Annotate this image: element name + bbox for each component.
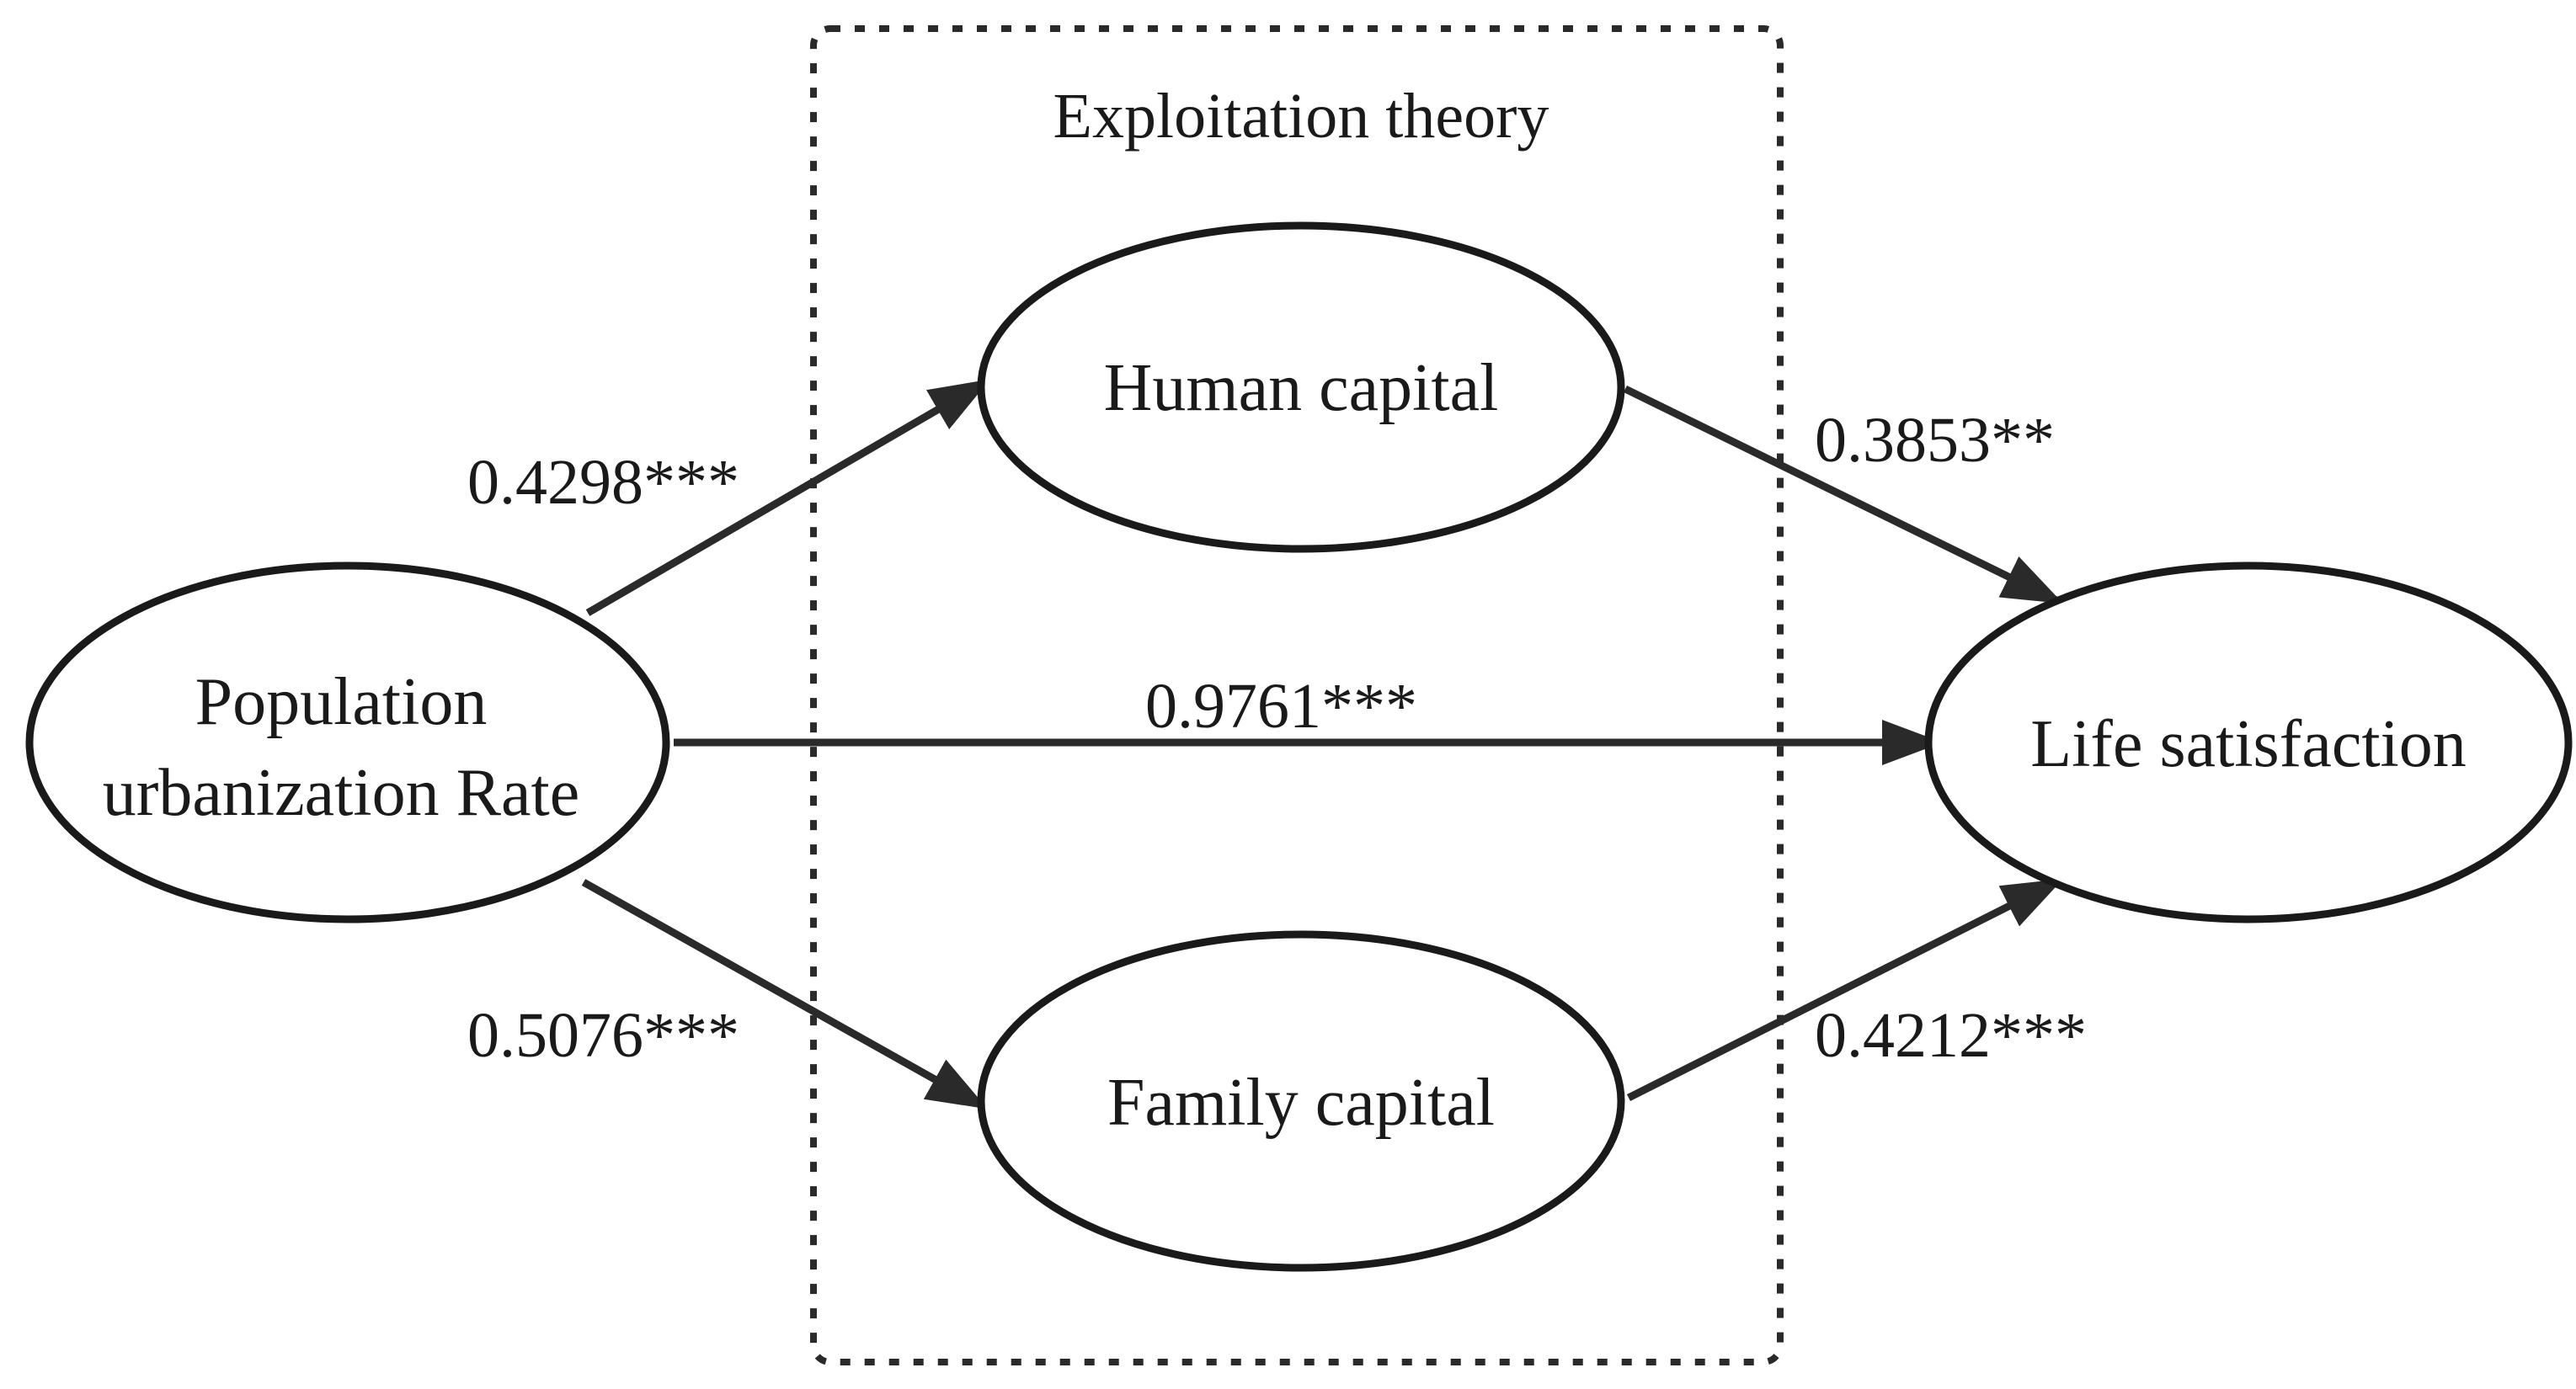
edge-population-to-family-capital <box>581 879 988 1110</box>
group-title: Exploitation theory <box>1053 81 1549 152</box>
node-population-label-line2: urbanization Rate <box>103 756 579 830</box>
coefficient-human-to-life: 0.3853** <box>1815 405 2055 476</box>
node-family-capital-ellipse <box>977 930 1625 1272</box>
node-family-capital: Family capital <box>977 930 1625 1272</box>
node-life-satisfaction-ellipse <box>1924 561 2573 923</box>
edge-family-capital-to-life-satisfaction <box>1626 878 2064 1102</box>
exploitation-theory-group-box <box>810 25 1784 1365</box>
node-human-capital-ellipse <box>977 221 1625 553</box>
node-life-satisfaction-label: Life satisfaction <box>2030 707 2467 781</box>
node-population-urbanization-rate: Population urbanization Rate <box>25 561 670 923</box>
coefficient-family-to-life: 0.4212*** <box>1815 1000 2087 1071</box>
edge-population-to-human-capital <box>585 379 990 616</box>
node-human-capital: Human capital <box>977 221 1625 553</box>
node-life-satisfaction: Life satisfaction <box>1924 561 2573 923</box>
node-human-capital-label: Human capital <box>1104 351 1499 425</box>
coefficient-population-to-life: 0.9761*** <box>1145 671 1417 742</box>
node-population-ellipse <box>25 561 670 923</box>
edge-human-capital-to-life-satisfaction <box>1624 385 2064 604</box>
node-population-label-line1: Population <box>195 665 488 739</box>
coefficient-population-to-human: 0.4298*** <box>467 447 739 518</box>
node-family-capital-label: Family capital <box>1107 1066 1495 1140</box>
coefficient-population-to-family: 0.5076*** <box>467 1000 739 1071</box>
